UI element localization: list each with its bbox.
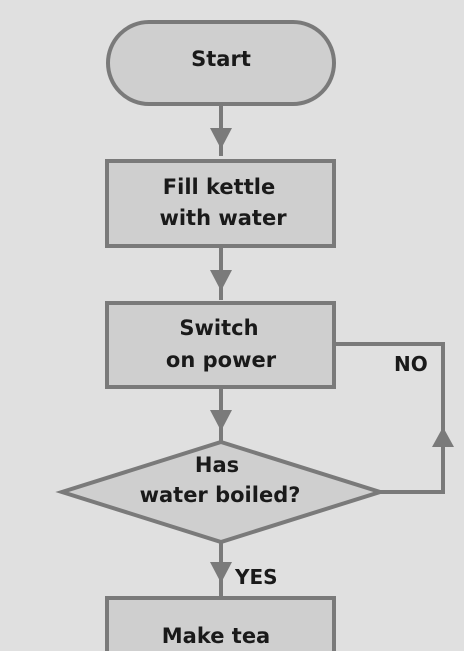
make-tea-process-box xyxy=(105,596,336,651)
fill-kettle-line-2: with water xyxy=(159,206,287,230)
fill-kettle-line-1: Fill kettle xyxy=(163,175,275,199)
decision-diamond-shape xyxy=(55,439,387,545)
arrowhead-decision-to-make xyxy=(210,562,232,583)
no-branch-label: NO xyxy=(394,352,428,376)
arrowhead-switch-to-decision xyxy=(210,410,232,431)
node-start: Start xyxy=(106,20,336,106)
decision-line-2: water boiled? xyxy=(140,483,301,507)
node-fill-kettle: Fill kettle with water xyxy=(105,159,336,248)
switch-power-line-2: on power xyxy=(166,348,277,372)
node-make-tea: Make tea xyxy=(105,596,336,651)
arrowhead-start-to-fill xyxy=(210,128,232,149)
make-tea-label: Make tea xyxy=(162,624,270,648)
node-switch-power: Switch on power xyxy=(105,301,336,389)
start-label: Start xyxy=(191,47,251,71)
connectors xyxy=(210,104,454,598)
yes-branch-label: YES xyxy=(234,565,278,589)
start-terminator-shape xyxy=(106,20,336,106)
switch-power-line-1: Switch xyxy=(179,316,258,340)
decision-line-1: Has xyxy=(195,453,239,477)
switch-power-process-box xyxy=(105,301,336,389)
node-decision: Has water boiled? xyxy=(55,439,387,545)
arrowhead-no-loop xyxy=(432,427,454,447)
arrow-decision-no-loop xyxy=(334,342,445,494)
fill-kettle-process-box xyxy=(105,159,336,248)
arrowhead-fill-to-switch xyxy=(210,270,232,291)
